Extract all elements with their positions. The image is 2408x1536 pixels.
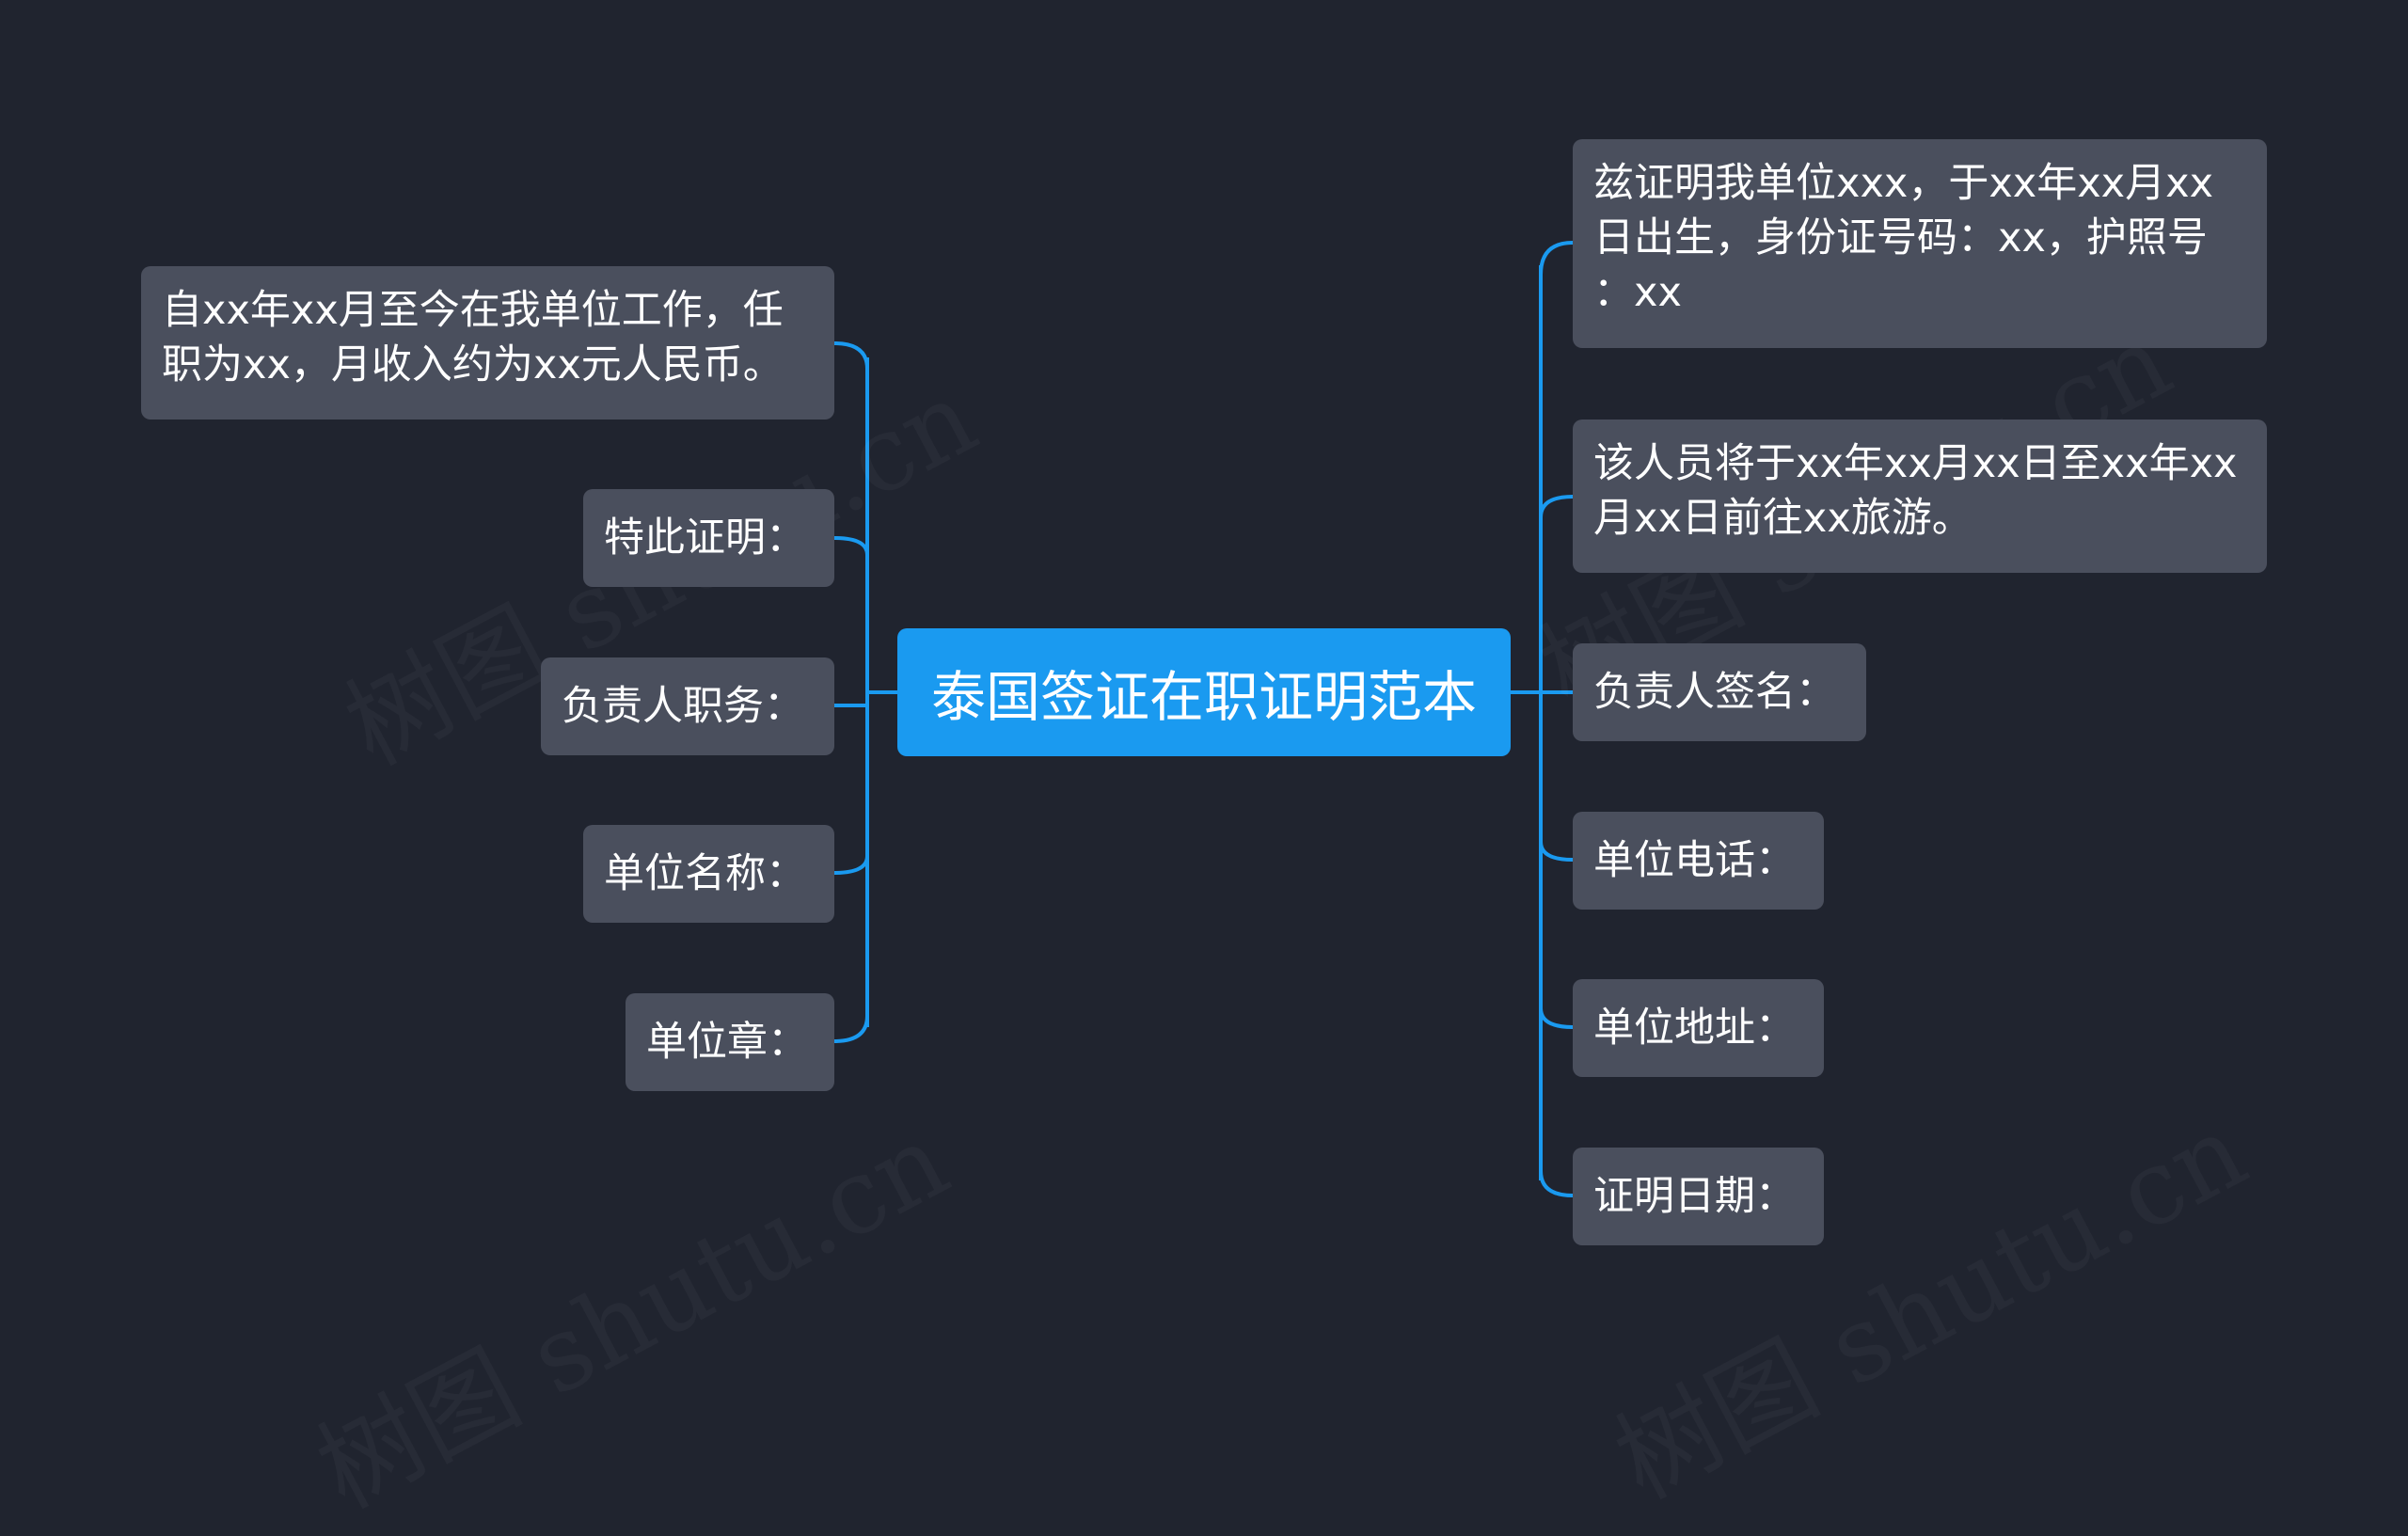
- right-node-2[interactable]: 该人员将于xx年xx月xx日至xx年xx 月xx日前往xx旅游。: [1573, 420, 2267, 573]
- mind-map: 树图 shutu.cn 树图 shutu.cn 树图 shutu.cn 树图 s…: [141, 139, 2267, 1245]
- left-branch-line-5: [833, 1015, 869, 1043]
- root-node[interactable]: 泰国签证在职证明范本: [897, 628, 1511, 756]
- right-node-5[interactable]: 单位地址：: [1573, 979, 1824, 1077]
- left-branch-line-1: [833, 341, 869, 370]
- root-node-label: 泰国签证在职证明范本: [930, 665, 1477, 729]
- left-node-3[interactable]: 负责人职务：: [541, 657, 834, 755]
- right-node-6[interactable]: 证明日期：: [1573, 1148, 1824, 1245]
- left-trunk-line: [865, 357, 897, 1027]
- left-branch-line-2: [833, 536, 869, 556]
- left-node-2[interactable]: 特此证明：: [583, 489, 834, 587]
- left-node-5[interactable]: 单位章：: [626, 993, 834, 1091]
- right-node-4[interactable]: 单位电话：: [1573, 812, 1824, 910]
- right-branch-line-6: [1539, 1170, 1574, 1197]
- left-branch-line-4: [833, 855, 869, 875]
- right-branch-line-5: [1539, 1007, 1574, 1029]
- right-branch-line-1: [1539, 241, 1574, 276]
- left-node-4[interactable]: 单位名称：: [583, 825, 834, 923]
- right-trunk-line: [1511, 265, 1543, 1180]
- right-node-3[interactable]: 负责人签名：: [1573, 643, 1866, 741]
- right-branch-line-4: [1539, 841, 1574, 862]
- right-node-1[interactable]: 兹证明我单位xxx，于xx年xx月xx 日出生，身份证号码：xx，护照号 ：xx: [1573, 139, 2267, 348]
- right-branch-line-2: [1539, 495, 1574, 518]
- connector-lines: [833, 241, 1574, 1197]
- left-node-1[interactable]: 自xx年xx月至今在我单位工作，任 职为xx，月收入约为xx元人民币。: [141, 266, 834, 420]
